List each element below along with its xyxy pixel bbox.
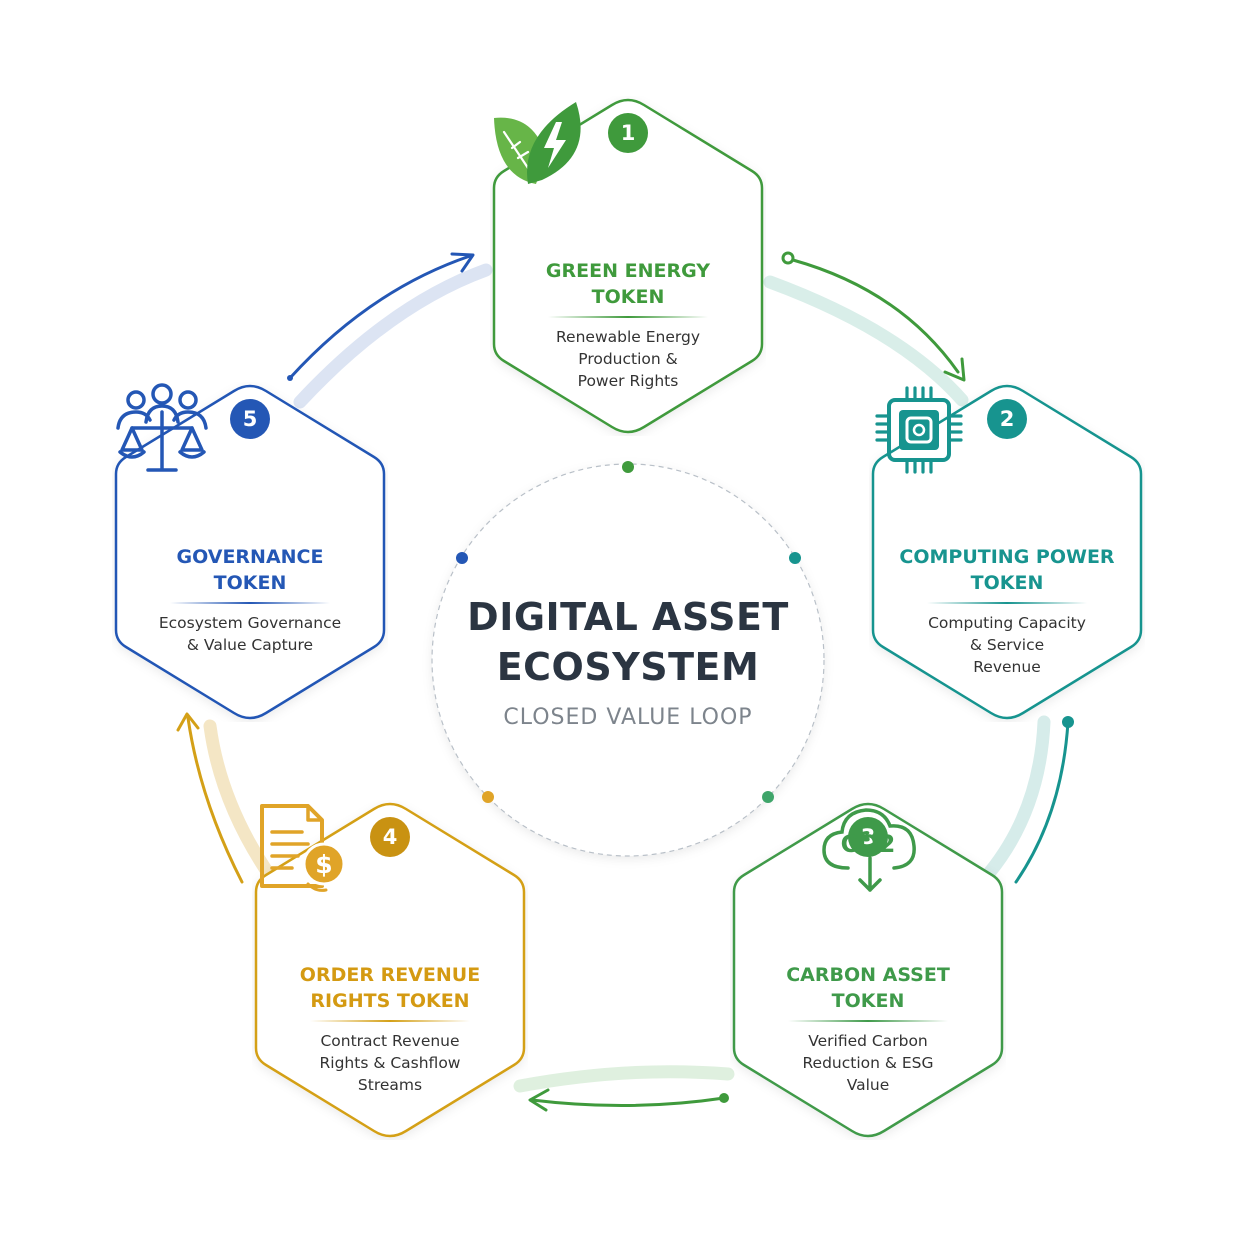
arrow-4-to-5 [176, 712, 244, 884]
center-label: DIGITAL ASSET ECOSYSTEM CLOSED VALUE LOO… [430, 592, 826, 732]
node-carbon-asset-token: 3 CO2 CARBON ASSET TOKEN Verified Carbon… [730, 800, 1006, 1140]
hexagon-frame [871, 384, 1143, 720]
svg-text:$: $ [315, 850, 332, 879]
arrow-5-to-1 [287, 252, 475, 381]
node-description: Renewable Energy Production & Power Righ… [555, 328, 701, 390]
title-divider [548, 316, 708, 318]
governance-scale-icon [116, 383, 208, 472]
node-title: GREEN ENERGY TOKEN [545, 260, 711, 308]
node-title: COMPUTING POWER TOKEN [899, 546, 1115, 594]
node-green-energy-token: 1 GREEN ENERGY TOKEN Renewable Energy Pr… [490, 96, 766, 436]
node-description: Computing Capacity & Service Revenue [928, 614, 1086, 676]
node-description: Ecosystem Governance & Value Capture [158, 614, 342, 654]
step-badge: 3 [848, 817, 888, 857]
title-divider [310, 1020, 470, 1022]
title-divider [170, 602, 330, 604]
node-computing-power-token: 2 COMPUTING POWER TOKEN Computing Capaci… [869, 382, 1145, 722]
node-order-revenue-rights-token: 4 $ ORDER REVENUE RIGHTS TOKEN Contract … [252, 800, 528, 1140]
step-badge: 5 [230, 399, 270, 439]
node-description: Verified Carbon Reduction & ESG Value [802, 1032, 934, 1094]
hexagon-frame [114, 384, 386, 720]
step-badge: 4 [370, 817, 410, 857]
band-5-1 [293, 263, 493, 409]
center-dot-green [622, 461, 634, 473]
band-2-3 [983, 715, 1051, 879]
chip-icon [875, 386, 963, 474]
co2-cloud-icon: CO2 [822, 808, 916, 892]
center-dot-gold [482, 791, 494, 803]
node-title: CARBON ASSET TOKEN [786, 964, 950, 1012]
step-badge: 1 [608, 113, 648, 153]
band-1-2 [763, 275, 969, 407]
center-circle [431, 463, 825, 857]
center-dot-teal [789, 552, 801, 564]
center-dot-blue [456, 552, 468, 564]
band-3-4 [513, 1065, 735, 1093]
revenue-document-icon: $ [260, 804, 346, 892]
arrow-3-to-4 [528, 1088, 729, 1112]
hexagon-frame [732, 802, 1004, 1138]
center-dot-mint [762, 791, 774, 803]
arrow-2-to-3 [1014, 716, 1074, 884]
hexagon-frame [492, 98, 764, 434]
band-4-5 [203, 719, 273, 877]
center-subtitle: CLOSED VALUE LOOP [503, 705, 753, 730]
step-badge: 2 [987, 399, 1027, 439]
node-governance-token: 5 GOVERNANCE TOKEN Ecosystem Governance … [112, 382, 388, 722]
arrow-1-to-2 [781, 251, 966, 382]
title-divider [788, 1020, 948, 1022]
node-title: ORDER REVENUE RIGHTS TOKEN [299, 964, 481, 1012]
center-title: DIGITAL ASSET ECOSYSTEM [467, 595, 789, 689]
leaf-lightning-icon [494, 102, 581, 184]
node-title: GOVERNANCE TOKEN [176, 546, 324, 594]
title-divider [927, 602, 1087, 604]
co2-label: CO2 [841, 830, 896, 858]
node-description: Contract Revenue Rights & Cashflow Strea… [319, 1032, 461, 1094]
